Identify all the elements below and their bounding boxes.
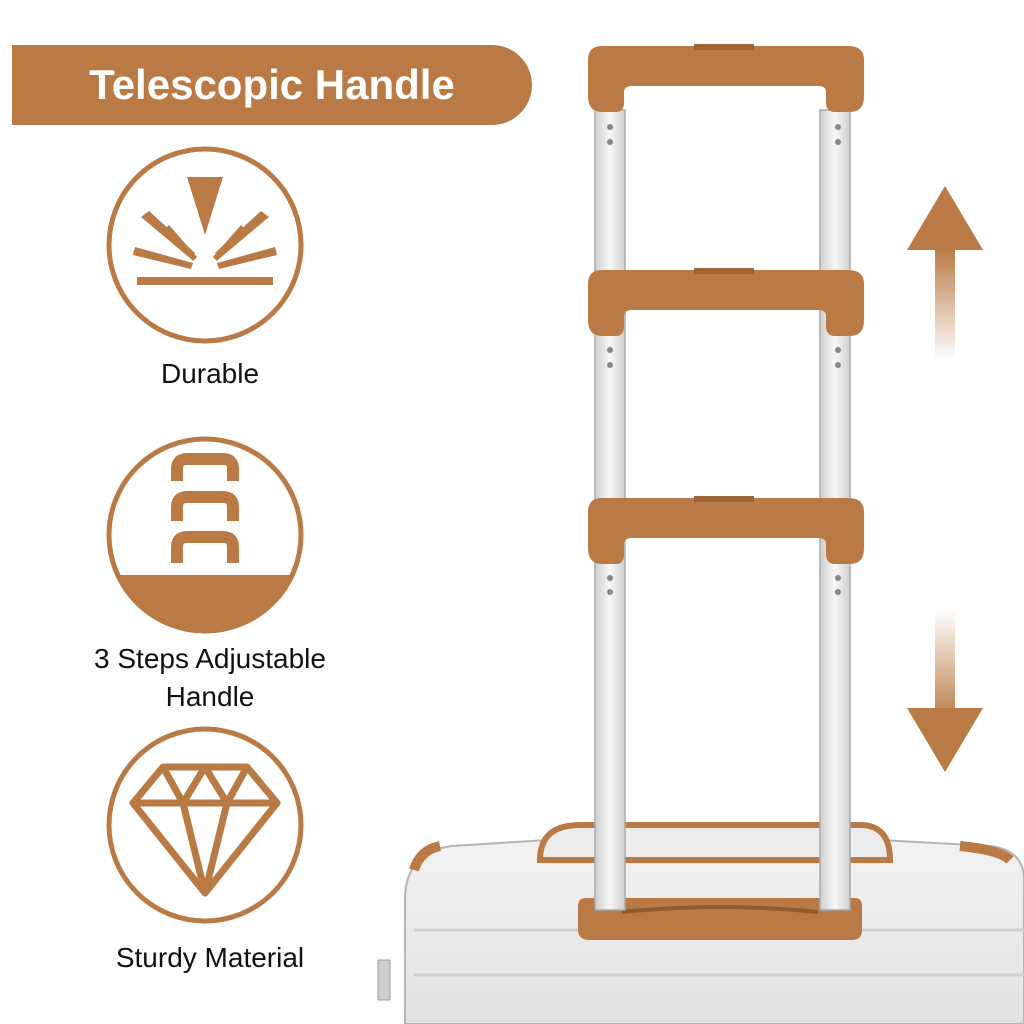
feature-label-sturdy: Sturdy Material bbox=[115, 942, 305, 973]
suitcase-body bbox=[377, 822, 1024, 1024]
feature-durable: Durable bbox=[45, 145, 375, 395]
feature-sturdy-material: Sturdy Material bbox=[45, 725, 375, 985]
banner-title: Telescopic Handle bbox=[89, 61, 455, 108]
feature-adjustable-handle: 3 Steps Adjustable Handle bbox=[45, 435, 375, 720]
suitcase-handle-illustration bbox=[377, 44, 1024, 1024]
three-step-handle-icon bbox=[106, 436, 304, 634]
impact-burst-icon bbox=[106, 146, 304, 344]
diamond-icon bbox=[106, 726, 304, 924]
handle-grip-top bbox=[588, 44, 864, 112]
handle-grip-middle bbox=[588, 268, 864, 336]
up-arrow-icon bbox=[907, 186, 983, 360]
feature-label-durable: Durable bbox=[160, 358, 260, 389]
title-banner: Telescopic Handle bbox=[12, 45, 532, 125]
feature-label-adjustable-line2: Handle bbox=[165, 681, 255, 712]
handle-grip-bottom bbox=[588, 496, 864, 564]
feature-label-adjustable-line1: 3 Steps Adjustable bbox=[94, 643, 326, 674]
down-arrow-icon bbox=[907, 610, 983, 772]
